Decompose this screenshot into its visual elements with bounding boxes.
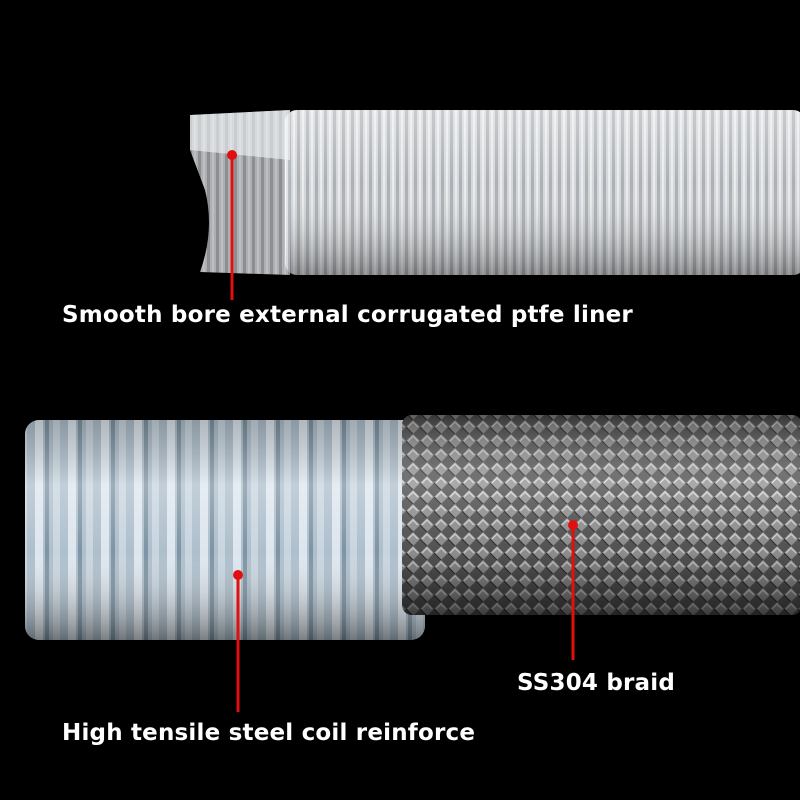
- braid-label: SS304 braid: [517, 670, 675, 696]
- ptfe-liner: [190, 110, 800, 275]
- ss304-braid-section: [402, 415, 800, 615]
- pointer-liner: [227, 150, 237, 300]
- coil-label: High tensile steel coil reinforce: [62, 720, 476, 746]
- liner-label: Smooth bore external corrugated ptfe lin…: [62, 302, 633, 328]
- pointer-braid: [568, 520, 578, 660]
- steel-coil-section: [25, 420, 425, 640]
- pointer-coil: [233, 570, 243, 712]
